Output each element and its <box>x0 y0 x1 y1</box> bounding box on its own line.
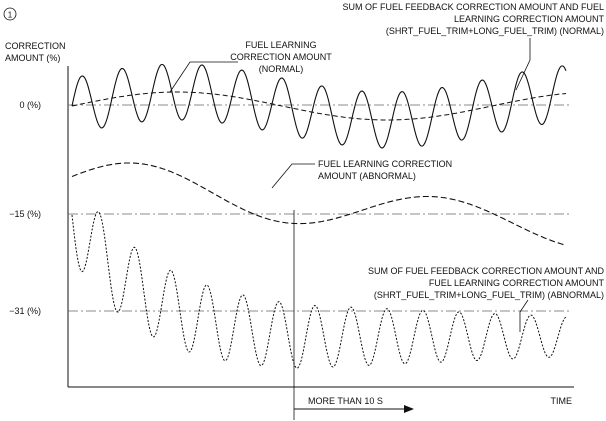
annotation-normal-learning-line1: FUEL LEARNING <box>245 40 316 50</box>
annotation-normal-sum-line3: (SHRT_FUEL_TRIM+LONG_FUEL_TRIM) (NORMAL) <box>386 26 604 36</box>
figure-marker: 1 <box>3 7 17 21</box>
annotation-normal-sum-line1: SUM OF FUEL FEEDBACK CORRECTION AMOUNT A… <box>342 2 604 12</box>
annotation-abnormal-sum-line2: FUEL LEARNING CORRECTION AMOUNT <box>429 278 605 288</box>
annotation-normal-sum: SUM OF FUEL FEEDBACK CORRECTION AMOUNT A… <box>342 2 605 91</box>
abnormal-learning-curve <box>71 162 567 246</box>
y-axis-title-line2: AMOUNT (%) <box>5 53 60 63</box>
annotation-abnormal-sum-line3: (SHRT_FUEL_TRIM+LONG_FUEL_TRIM) (ABNORMA… <box>374 290 604 300</box>
normal-sum-curve <box>71 63 567 149</box>
annotation-normal-learning-line3: (NORMAL) <box>259 64 304 74</box>
reference-label-minus31: −31 (%) <box>9 306 41 316</box>
leader-abnormal-sum <box>519 299 529 332</box>
annotation-abnormal-learning: FUEL LEARNING CORRECTION AMOUNT (ABNORMA… <box>271 159 452 189</box>
duration-label: MORE THAN 10 S <box>308 396 383 406</box>
reference-label-0: 0 (%) <box>19 100 41 110</box>
annotation-normal-sum-line2: LEARNING CORRECTION AMOUNT <box>454 14 605 24</box>
leader-normal-sum <box>515 38 531 91</box>
figure-marker-label: 1 <box>8 11 13 20</box>
annotation-abnormal-learning-line1: FUEL LEARNING CORRECTION <box>318 159 452 169</box>
leader-abnormal-learning <box>271 163 315 189</box>
annotation-abnormal-learning-line2: AMOUNT (ABNORMAL) <box>318 171 416 181</box>
x-axis-label: TIME <box>551 396 573 406</box>
annotation-abnormal-sum-line1: SUM OF FUEL FEEDBACK CORRECTION AMOUNT A… <box>368 266 605 276</box>
reference-label-minus15: −15 (%) <box>9 209 41 219</box>
normal-learning-curve <box>71 91 567 121</box>
annotation-abnormal-sum: SUM OF FUEL FEEDBACK CORRECTION AMOUNT A… <box>368 266 605 332</box>
y-axis-title-line1: CORRECTION <box>5 41 66 51</box>
abnormal-sum-curve <box>71 211 567 369</box>
annotation-normal-learning: FUEL LEARNING CORRECTION AMOUNT (NORMAL) <box>169 40 332 93</box>
leader-normal-learning <box>169 61 238 93</box>
annotation-normal-learning-line2: CORRECTION AMOUNT <box>230 52 332 62</box>
